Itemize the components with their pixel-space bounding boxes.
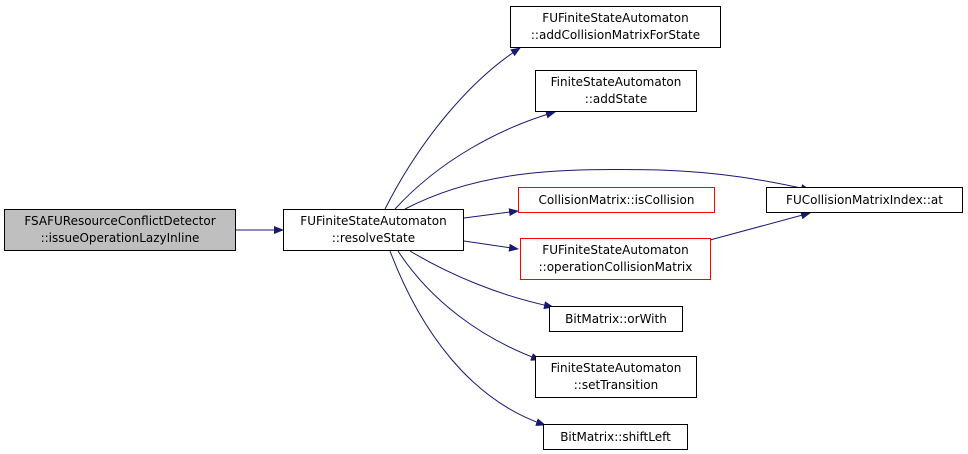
node-fu-collision-matrix-index-at[interactable]: FUCollisionMatrixIndex::at xyxy=(766,187,963,213)
node-fu-operation-collision-matrix[interactable]: FUFiniteStateAutomaton ::operationCollis… xyxy=(520,238,711,280)
node-fsafu-issue-operation-lazy-inline: FSAFUResourceConflictDetector ::issueOpe… xyxy=(4,209,236,251)
edge-resolve-to-set-transition xyxy=(397,250,541,361)
node-label-line2: ::addState xyxy=(584,92,648,106)
node-label-line1: CollisionMatrix::isCollision xyxy=(538,192,695,207)
node-label-line2: ::setTransition xyxy=(573,378,659,392)
node-label-line1: FUFiniteStateAutomaton xyxy=(542,11,689,25)
node-label-line1: FUFiniteStateAutomaton xyxy=(300,214,447,228)
node-fu-resolve-state[interactable]: FUFiniteStateAutomaton ::resolveState xyxy=(283,209,464,251)
node-fsa-set-transition[interactable]: FiniteStateAutomaton ::setTransition xyxy=(535,356,697,398)
node-label-line2: ::operationCollisionMatrix xyxy=(538,260,693,274)
edge-resolve-to-add-state xyxy=(394,110,556,210)
node-bitmatrix-or-with[interactable]: BitMatrix::orWith xyxy=(549,306,683,332)
edge-resolve-to-op-collision xyxy=(463,240,519,252)
node-label-line1: FSAFUResourceConflictDetector xyxy=(24,214,216,228)
node-fu-add-collision-matrix-for-state[interactable]: FUFiniteStateAutomaton ::addCollisionMat… xyxy=(510,6,721,48)
edge-resolve-to-add-collision xyxy=(384,47,521,210)
node-fsa-add-state[interactable]: FiniteStateAutomaton ::addState xyxy=(535,70,697,112)
node-label-line1: FiniteStateAutomaton xyxy=(550,361,682,375)
node-label-line2: ::resolveState xyxy=(331,231,416,245)
node-label-line1: BitMatrix::shiftLeft xyxy=(560,429,671,444)
node-label-line1: FUCollisionMatrixIndex::at xyxy=(786,192,943,207)
edge-resolve-to-shift-left xyxy=(389,250,546,426)
node-label-line2: ::addCollisionMatrixForState xyxy=(530,28,701,42)
node-label-line1: FiniteStateAutomaton xyxy=(550,75,682,89)
edge-resolve-to-is-collision xyxy=(463,208,519,219)
edge-resolve-to-index-at xyxy=(404,168,811,210)
edge-op-collision-to-index-at xyxy=(709,211,811,241)
node-bitmatrix-shift-left[interactable]: BitMatrix::shiftLeft xyxy=(543,424,688,450)
edge-resolve-to-or-with xyxy=(409,250,554,310)
node-label-line2: ::issueOperationLazyInline xyxy=(40,231,200,245)
node-collision-matrix-is-collision[interactable]: CollisionMatrix::isCollision xyxy=(518,187,715,213)
node-label-line1: FUFiniteStateAutomaton xyxy=(542,243,689,257)
node-label-line1: BitMatrix::orWith xyxy=(565,311,667,326)
